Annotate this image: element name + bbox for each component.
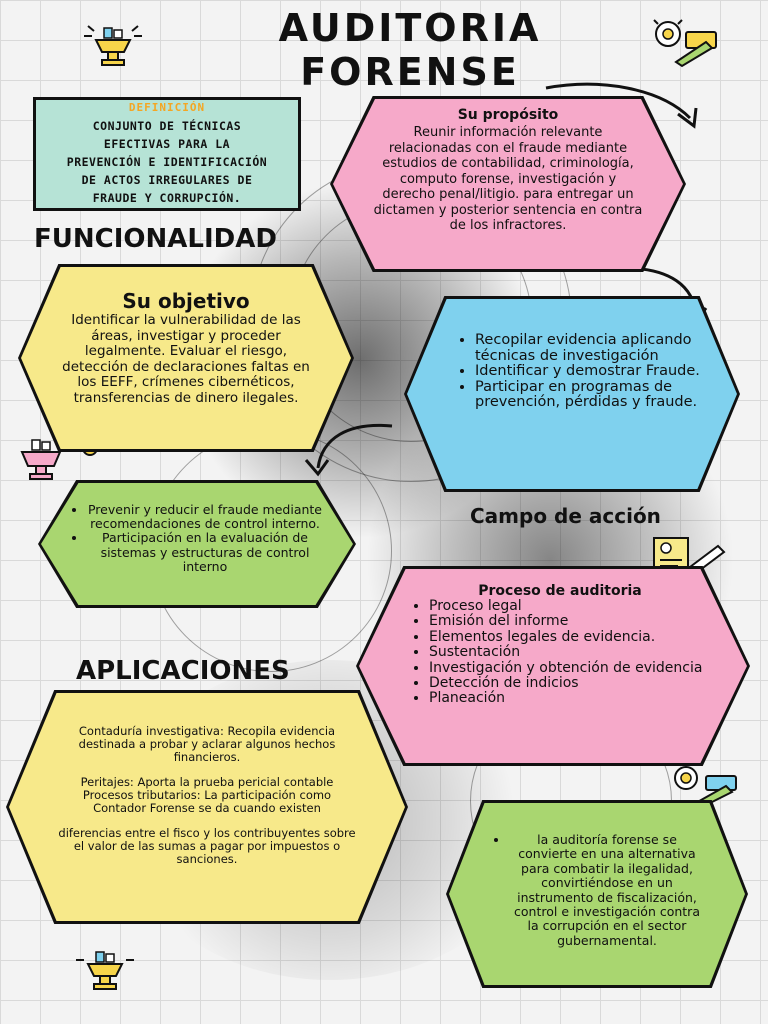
proposito-hexagon: Su propósito Reunir información relevant… — [330, 96, 686, 272]
aplicaciones-paragraph: Contaduría investigativa: Recopila evide… — [78, 724, 336, 764]
definition-line: FRAUDE Y CORRUPCIÓN. — [92, 191, 242, 205]
list-item: Prevenir y reducir el fraude mediante re… — [87, 502, 323, 531]
proposito-title: Su propósito — [457, 107, 559, 123]
proceso-hexagon: Proceso de auditoria Proceso legal Emisi… — [356, 566, 750, 766]
fountain-idea-icon — [76, 951, 134, 990]
list-item: Participación en la evaluación de sistem… — [87, 531, 323, 574]
list-item: Elementos legales de evidencia. — [429, 629, 709, 645]
definition-line: PREVENCIÓN E IDENTIFICACIÓN — [66, 155, 268, 169]
section-heading-aplicaciones: APLICACIONES — [76, 656, 290, 686]
aplicaciones-paragraph: Peritajes: Aporta la prueba pericial con… — [80, 775, 334, 789]
list-item: Emisión del informe — [429, 613, 709, 629]
prevencion-list: Prevenir y reducir el fraude mediante re… — [69, 502, 323, 574]
list-item: Planeación — [429, 691, 709, 707]
definition-label: DEFINICIÓN — [128, 101, 206, 114]
list-item: Proceso legal — [429, 598, 709, 614]
objetivo-text: Identificar la vulnerabilidad de las áre… — [62, 312, 310, 406]
conclusion-list: la auditoría forense se convierte en una… — [491, 832, 705, 948]
section-heading-campo-accion: Campo de acción — [470, 504, 661, 528]
list-item: Detección de indicios — [429, 675, 709, 691]
proposito-text: Reunir información relevante relacionada… — [373, 125, 643, 233]
title-line-1: AUDITORIA — [278, 6, 542, 50]
definition-line: CONJUNTO DE TÉCNICAS — [92, 119, 242, 133]
list-item: Identificar y demostrar Fraude. — [475, 364, 707, 380]
list-item: Participar en programas de prevención, p… — [475, 379, 707, 411]
aplicaciones-paragraph: Procesos tributarios: La participación c… — [82, 788, 332, 815]
fountain-idea-icon — [84, 25, 142, 66]
definition-text: CONJUNTO DE TÉCNICAS EFECTIVAS PARA LA P… — [36, 117, 298, 207]
definition-box: DEFINICIÓN CONJUNTO DE TÉCNICAS EFECTIVA… — [33, 97, 301, 211]
section-heading-funcionalidad: FUNCIONALIDAD — [34, 224, 277, 254]
aplicaciones-paragraph: diferencias entre el fisco y los contrib… — [58, 826, 356, 866]
lightbulb-pencil-icon — [653, 19, 717, 68]
acciones-hexagon: Recopilar evidencia aplicando técnicas d… — [404, 296, 740, 492]
objetivo-title: Su objetivo — [122, 289, 250, 313]
title-line-2: FORENSE — [300, 50, 520, 94]
definition-line: EFECTIVAS PARA LA — [103, 137, 231, 151]
list-item: Investigación y obtención de evidencia — [429, 660, 709, 676]
conclusion-hexagon: la auditoría forense se convierte en una… — [446, 800, 748, 988]
definition-line: DE ACTOS IRREGULARES DE — [81, 173, 253, 187]
aplicaciones-hexagon: Contaduría investigativa: Recopila evide… — [6, 690, 408, 924]
page-title: AUDITORIA FORENSE — [200, 6, 620, 94]
objetivo-hexagon: Su objetivo Identificar la vulnerabilida… — [18, 264, 354, 452]
curved-arrow-icon — [304, 423, 393, 477]
curved-arrow-icon — [545, 82, 698, 129]
list-item: Recopilar evidencia aplicando técnicas d… — [475, 332, 707, 364]
prevencion-hexagon: Prevenir y reducir el fraude mediante re… — [38, 480, 356, 608]
list-item: Sustentación — [429, 644, 709, 660]
acciones-list: Recopilar evidencia aplicando técnicas d… — [457, 332, 707, 411]
proceso-list: Proceso legal Emisión del informe Elemen… — [411, 598, 709, 707]
proceso-title: Proceso de auditoria — [478, 583, 642, 599]
list-item: la auditoría forense se convierte en una… — [509, 832, 705, 948]
